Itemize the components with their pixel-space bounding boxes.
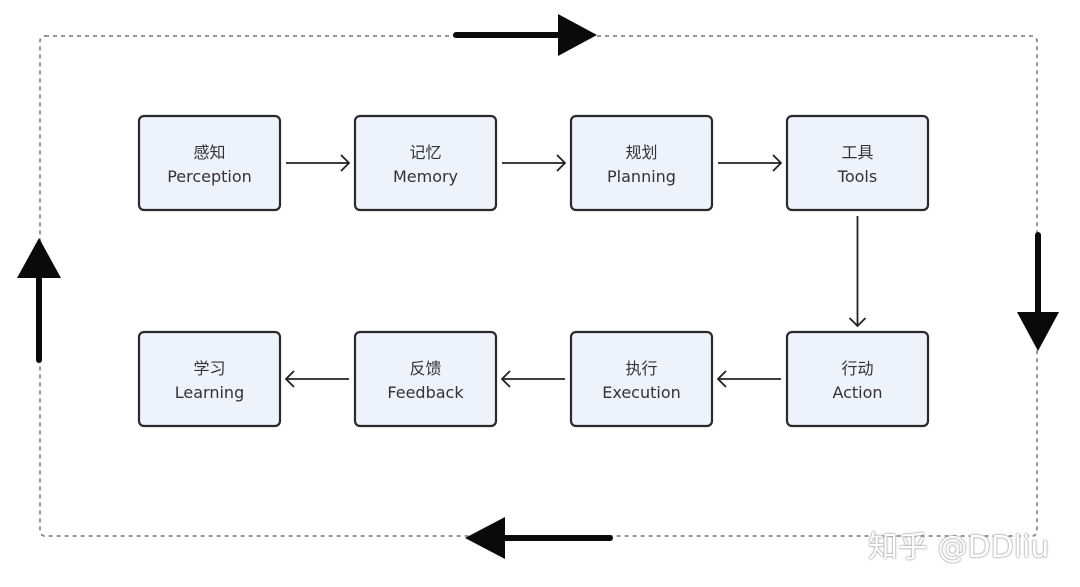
watermark-text: 知乎 @DDliu bbox=[868, 530, 1050, 565]
loop-arrow-left bbox=[17, 238, 61, 363]
node-memory: 记忆 Memory bbox=[353, 114, 498, 212]
node-box bbox=[569, 330, 714, 428]
node-label-zh: 记忆 bbox=[409, 143, 441, 162]
node-learning: 学习 Learning bbox=[137, 330, 282, 428]
arrowhead bbox=[500, 370, 511, 388]
dashed-loop-border bbox=[39, 35, 1038, 537]
node-tools: 工具 Tools bbox=[785, 114, 930, 212]
node-label-zh: 行动 bbox=[841, 359, 873, 378]
node-perception: 感知 Perception bbox=[137, 114, 282, 212]
flow-nodes: 感知 Perception 记忆 Memory 规划 Planning 工具 Tools 行动 A… bbox=[137, 114, 930, 428]
edge-execution-to-feedback bbox=[500, 370, 565, 388]
node-label-en: Perception bbox=[167, 167, 252, 186]
node-label-en: Planning bbox=[607, 167, 676, 186]
node-box bbox=[785, 114, 930, 212]
edge-perception-to-memory bbox=[286, 154, 351, 172]
flow-edges bbox=[284, 154, 867, 388]
node-label-en: Learning bbox=[175, 383, 244, 402]
arrowhead bbox=[716, 370, 727, 388]
arrowhead bbox=[556, 154, 567, 172]
node-box bbox=[353, 114, 498, 212]
node-label-en: Tools bbox=[837, 167, 877, 186]
arrowhead bbox=[340, 154, 351, 172]
node-planning: 规划 Planning bbox=[569, 114, 714, 212]
node-label-zh: 反馈 bbox=[409, 359, 441, 378]
node-feedback: 反馈 Feedback bbox=[353, 330, 498, 428]
node-label-en: Action bbox=[832, 383, 882, 402]
loop-arrow-top bbox=[453, 14, 597, 56]
node-action: 行动 Action bbox=[785, 330, 930, 428]
node-label-zh: 规划 bbox=[625, 143, 657, 162]
node-label-en: Execution bbox=[602, 383, 681, 402]
loop-arrow-bottom bbox=[465, 517, 613, 559]
node-label-en: Memory bbox=[393, 167, 458, 186]
edge-memory-to-planning bbox=[502, 154, 567, 172]
arrowhead bbox=[848, 317, 867, 328]
node-label-zh: 执行 bbox=[625, 359, 657, 378]
arrowhead bbox=[284, 370, 295, 388]
node-label-zh: 学习 bbox=[193, 359, 225, 378]
node-label-en: Feedback bbox=[387, 383, 464, 402]
edge-action-to-execution bbox=[716, 370, 781, 388]
node-box bbox=[569, 114, 714, 212]
edge-feedback-to-learning bbox=[284, 370, 349, 388]
loop-arrow-right bbox=[1017, 232, 1059, 351]
edge-planning-to-tools bbox=[718, 154, 783, 172]
node-box bbox=[785, 330, 930, 428]
arrowhead bbox=[772, 154, 783, 172]
edge-tools-to-action bbox=[848, 216, 867, 328]
node-label-zh: 感知 bbox=[193, 143, 225, 162]
node-box bbox=[137, 330, 282, 428]
node-box bbox=[353, 330, 498, 428]
node-execution: 执行 Execution bbox=[569, 330, 714, 428]
node-box bbox=[137, 114, 282, 212]
node-label-zh: 工具 bbox=[841, 143, 873, 162]
